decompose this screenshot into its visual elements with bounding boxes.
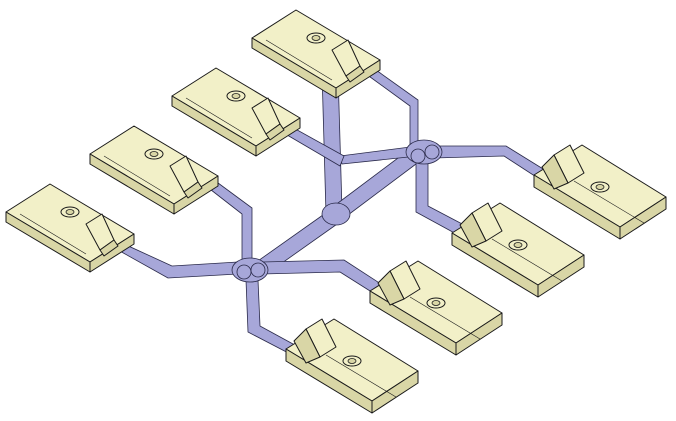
junction-hub-center[interactable] [321,202,351,226]
cavity-part-2[interactable] [171,67,301,157]
part-plate-end [537,254,585,298]
part-tab-side [265,123,285,141]
part-plate-end [619,196,667,240]
part-tab-side [99,239,119,257]
cavity-part-6[interactable] [451,202,585,298]
branch-runner-upper-left[interactable] [205,179,253,263]
part-hole-inner [347,358,357,364]
cavity-part-7[interactable] [369,260,503,356]
part-plate-end [173,175,219,215]
cavity-part-5[interactable] [533,144,667,240]
part-hole-inner [311,35,321,41]
branch-runner-left-right[interactable] [261,259,385,297]
part-tab-side [377,270,405,306]
part-ridge-line [265,39,333,81]
part-plate-end [455,312,503,356]
part-tab-side [293,328,321,364]
part-ridge-line [491,238,563,282]
part-ridge-line [325,354,397,398]
cavity-part-1[interactable] [251,9,381,99]
part-ridge-line [409,296,481,340]
cavity-part-8[interactable] [285,318,419,414]
part-tab-side [345,65,365,83]
part-hole-inner [595,184,605,190]
part-tab-side [183,181,203,199]
part-hole-inner [149,151,159,157]
runner-junctions [231,139,443,283]
branch-runner-left[interactable] [117,243,239,279]
cavity-parts [5,9,667,414]
part-plate-end [371,370,419,414]
cavity-part-3[interactable] [89,125,219,215]
part-plate-end [89,233,135,273]
cavity-part-4[interactable] [5,183,135,273]
part-plate-end [335,59,381,99]
part-plate-end [255,117,301,157]
part-hole-inner [65,209,75,215]
part-ridge-line [103,155,171,197]
part-tab-side [459,212,487,248]
branch-runner-right-down[interactable] [415,157,467,237]
part-ridge-line [573,180,645,224]
part-tab-side [541,154,569,190]
junction-hub-left[interactable] [231,257,269,283]
part-ridge-line [185,97,253,139]
branch-runner-top-right[interactable] [365,69,419,149]
part-ridge-line [19,213,87,255]
part-hole-inner [513,242,523,248]
part-hole-inner [431,300,441,306]
part-hole-inner [231,93,241,99]
branch-runner-right[interactable] [431,145,549,183]
junction-hub-right[interactable] [405,139,443,165]
